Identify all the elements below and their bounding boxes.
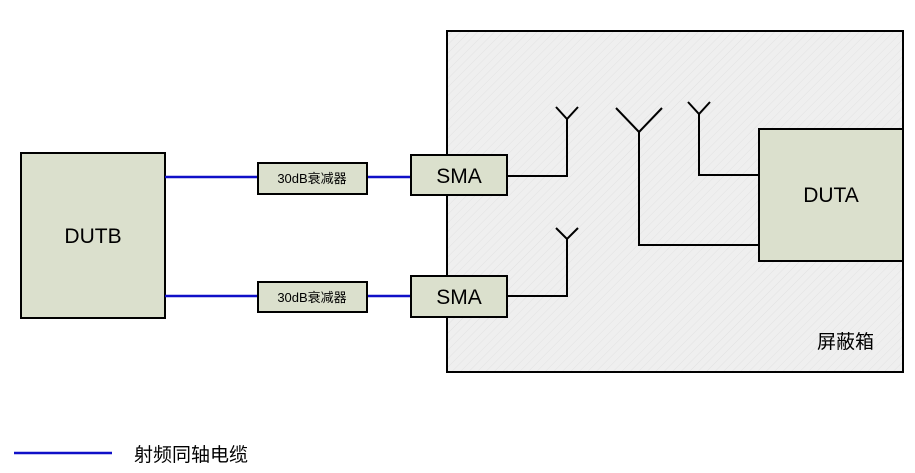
internal-wires <box>507 113 759 297</box>
dut-b-box: DUTB <box>20 152 166 319</box>
attenuator-top: 30dB衰减器 <box>257 162 368 195</box>
antenna-icon <box>555 227 579 241</box>
attenuator-top-label: 30dB衰减器 <box>277 171 346 186</box>
wire-duta-to-large-antenna <box>638 132 759 246</box>
antenna-icon <box>555 106 579 121</box>
dut-b-label: DUTB <box>64 225 121 248</box>
legend-label: 射频同轴电缆 <box>134 444 248 466</box>
antenna-icon <box>687 101 711 116</box>
wire-sma-bottom-to-antenna <box>507 238 568 297</box>
dut-a-label: DUTA <box>803 184 859 207</box>
wire-sma-top-to-antenna <box>507 118 568 177</box>
sma-bottom: SMA <box>410 275 508 318</box>
antenna-icon <box>615 107 663 134</box>
rf-cables <box>165 175 411 298</box>
sma-top-label: SMA <box>436 165 482 188</box>
shield-box-label: 屏蔽箱 <box>817 331 874 353</box>
attenuator-bottom-label: 30dB衰减器 <box>277 290 346 305</box>
dut-a-box: DUTA <box>758 128 904 262</box>
wire-duta-to-small-antenna <box>698 113 759 176</box>
sma-bottom-label: SMA <box>436 286 482 309</box>
sma-top: SMA <box>410 154 508 196</box>
legend: 射频同轴电缆 <box>14 444 248 466</box>
attenuator-bottom: 30dB衰减器 <box>257 281 368 313</box>
